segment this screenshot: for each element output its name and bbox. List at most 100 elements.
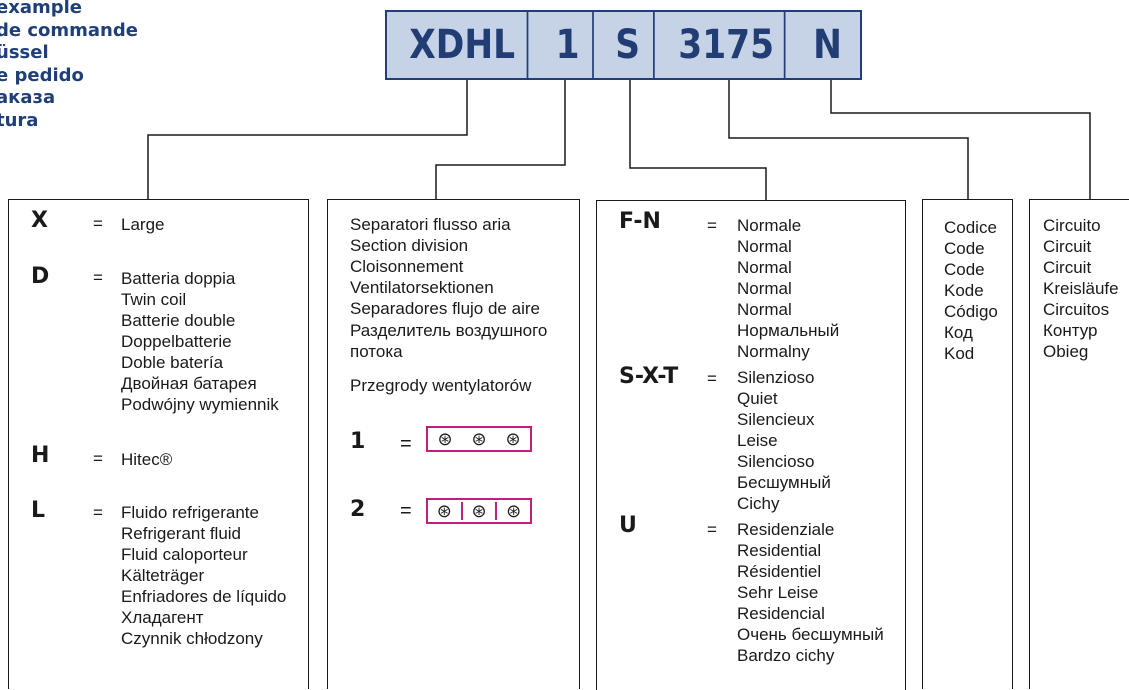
desc-line: потока (350, 342, 403, 361)
desc-line: Код (944, 323, 973, 342)
legend-line: аказа (0, 87, 56, 108)
box-noise: F-N = Normale Normal Normal Normal Norma… (596, 200, 906, 690)
desc-line: Sehr Leise (737, 583, 819, 602)
desc-line: Kode (944, 281, 984, 300)
desc-line: Normalny (737, 342, 810, 361)
key-u: U (619, 513, 637, 538)
desc-line: Bardzo cichy (737, 646, 835, 665)
desc-line: Batteria doppia (121, 269, 236, 288)
code-bar: XDHL 1 S 3175 N (385, 10, 862, 80)
desc-fn: Normale Normal Normal Normal Normal Норм… (737, 215, 839, 362)
desc-line: Circuito (1043, 216, 1101, 235)
fan-icon: ⊛ (506, 501, 522, 521)
desc-sxt: Silenzioso Quiet Silencieux Leise Silenc… (737, 367, 831, 514)
desc-line: Circuitos (1043, 300, 1110, 319)
desc-u: Residenziale Residential Résidentiel Seh… (737, 519, 884, 666)
desc-line: Circuit (1043, 237, 1092, 256)
fan-icon: ⊛ (471, 429, 487, 449)
equals-sign: = (93, 503, 103, 522)
code-segment-division: 1 (543, 12, 594, 78)
desc-line: Code (944, 260, 985, 279)
desc-line: Podwójny wymiennik (121, 395, 279, 414)
desc-line: Хладагент (121, 608, 204, 627)
desc-line: Batterie double (121, 311, 236, 330)
connector-noise (629, 80, 767, 200)
code-segment-code: 3175 (669, 12, 786, 78)
fan-icon: ⊛ (463, 502, 498, 520)
division-names: Separatori flusso aria Section division … (350, 214, 540, 319)
fan-icon: ⊛ (437, 429, 453, 449)
desc-line: Doppelbatterie (121, 332, 232, 351)
key-l: L (31, 498, 46, 523)
desc-line: Fluido refrigerante (121, 503, 259, 522)
equals-sign: = (707, 520, 717, 539)
box-code: Codice Code Code Kode Código Код Kod (922, 199, 1013, 689)
equals-sign: = (400, 433, 412, 455)
box-series: X = Large D = Batteria doppia Twin coil … (8, 199, 309, 689)
desc-line: Normal (737, 279, 792, 298)
desc-line: Leise (737, 431, 778, 450)
legend-line: tura (0, 109, 39, 131)
desc-x: Large (121, 214, 164, 235)
desc-line: Quiet (737, 389, 778, 408)
desc-line: Large (121, 215, 165, 234)
equals-sign: = (93, 214, 103, 233)
box-circuit: Circuito Circuit Circuit Kreisläufe Circ… (1029, 199, 1129, 689)
desc-line: Residential (737, 541, 822, 560)
code-segment-noise: S (602, 12, 655, 78)
desc-line: Разделитель воздушного (350, 321, 548, 340)
fan-section-single: ⊛ ⊛ ⊛ (426, 426, 532, 452)
key-sxt: S-X-T (619, 364, 679, 389)
desc-line: Twin coil (121, 290, 187, 309)
desc-line: Residencial (737, 604, 825, 623)
desc-line: Fluid caloporteur (121, 545, 248, 564)
legend-text: example de commande üssel e pedido аказа… (0, 0, 138, 132)
key-d: D (31, 264, 50, 289)
desc-line: Двойная батарея (121, 374, 257, 393)
desc-line: Doble batería (121, 353, 224, 372)
desc-line: Circuit (1043, 258, 1092, 277)
desc-line: Нормальный (737, 321, 840, 340)
key-h: H (31, 443, 50, 468)
key-option-1: 1 (350, 429, 366, 454)
desc-line: Section division (350, 236, 469, 255)
code-segment-series: XDHL (398, 12, 529, 78)
desc-line: Silencieux (737, 410, 815, 429)
desc-line: Ventilatorsektionen (350, 278, 494, 297)
legend-line: e pedido (0, 64, 84, 86)
fan-icon: ⊛ (505, 429, 521, 449)
desc-line: Refrigerant fluid (121, 524, 242, 543)
desc-line: Kreisläufe (1043, 279, 1119, 298)
desc-line: Przegrody wentylatorów (350, 376, 532, 395)
legend-line: example (0, 0, 82, 18)
key-option-2: 2 (350, 497, 366, 522)
connector-division (435, 80, 566, 199)
desc-line: Czynnik chłodzony (121, 629, 263, 648)
desc-line: Normal (737, 300, 792, 319)
desc-line: Enfriadores de líquido (121, 587, 287, 606)
key-x: X (31, 208, 48, 233)
desc-line: Residenziale (737, 520, 835, 539)
connector-circuit (830, 80, 1091, 199)
desc-line: Separatori flusso aria (350, 215, 511, 234)
circuit-names: Circuito Circuit Circuit Kreisläufe Circ… (1043, 215, 1119, 362)
desc-line: Codice (944, 218, 997, 237)
desc-line: Code (944, 239, 985, 258)
desc-line: Контур (1043, 321, 1098, 340)
equals-sign: = (93, 268, 103, 287)
desc-line: Normal (737, 237, 792, 256)
desc-line: Бесшумный (737, 473, 831, 492)
desc-line: Cichy (737, 494, 780, 513)
desc-line: Obieg (1043, 342, 1089, 361)
connector-code (728, 80, 969, 199)
desc-line: Résidentiel (737, 562, 822, 581)
legend-line: üssel (0, 42, 49, 63)
desc-line: Código (944, 302, 998, 321)
fan-icon: ⊛ (428, 502, 463, 520)
code-names: Codice Code Code Kode Código Код Kod (944, 217, 998, 364)
equals-sign: = (707, 216, 717, 235)
division-russian: Разделитель воздушного потока (350, 320, 547, 362)
connector-series (147, 80, 468, 199)
box-division: Separatori flusso aria Section division … (327, 199, 580, 689)
